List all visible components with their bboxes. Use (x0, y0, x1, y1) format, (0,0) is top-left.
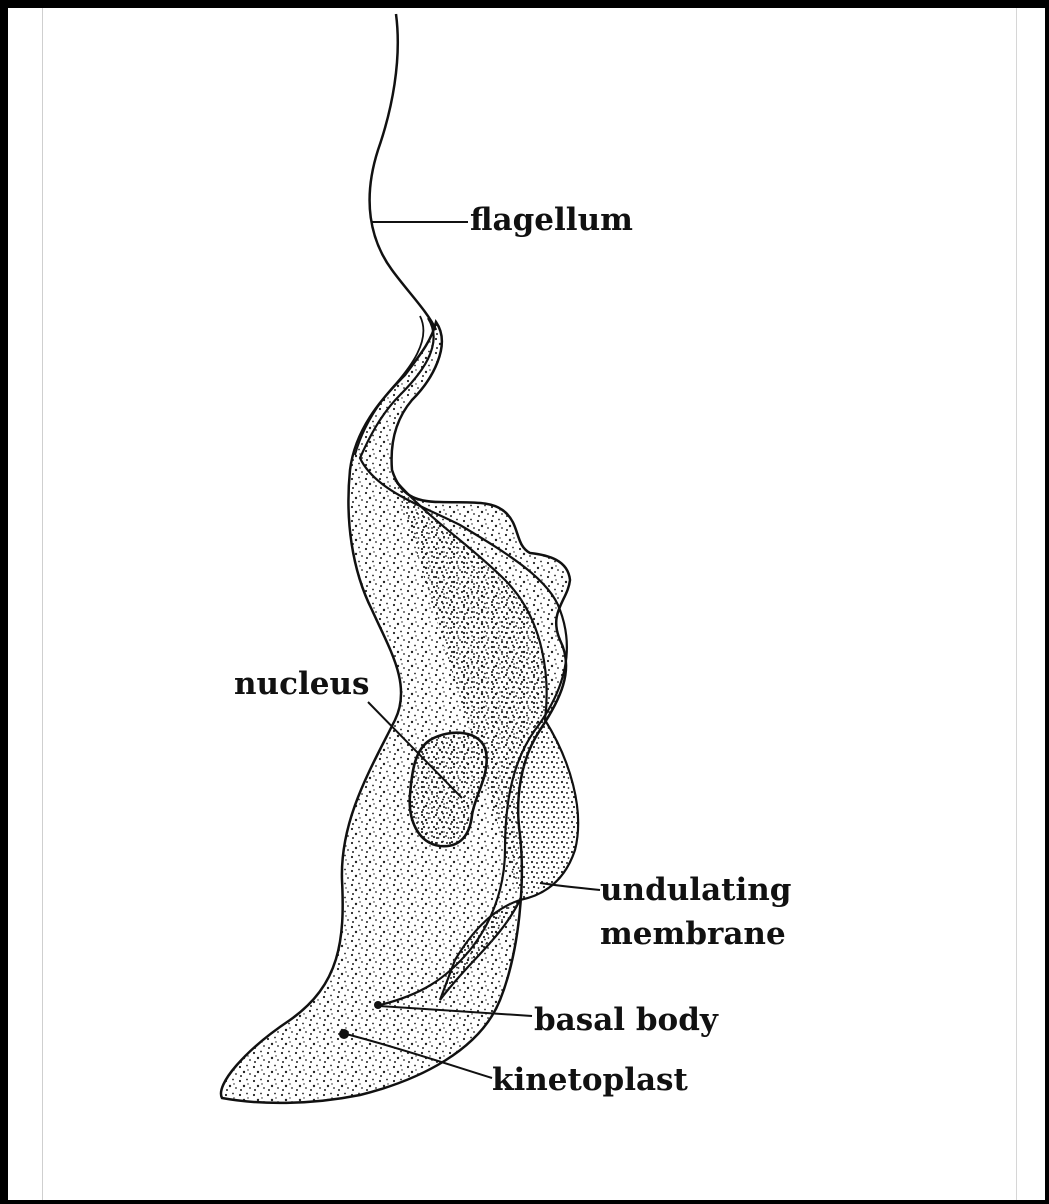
cell-body (221, 322, 570, 1103)
label-flagellum: flagellum (470, 202, 633, 238)
flagellum (370, 14, 436, 330)
label-basal-body: basal body (534, 1002, 719, 1038)
label-kinetoplast: kinetoplast (492, 1062, 689, 1098)
label-undulating: undulating (600, 872, 791, 908)
label-membrane: membrane (600, 916, 786, 952)
basal-body-dot (374, 1001, 382, 1009)
label-nucleus: nucleus (234, 666, 369, 702)
